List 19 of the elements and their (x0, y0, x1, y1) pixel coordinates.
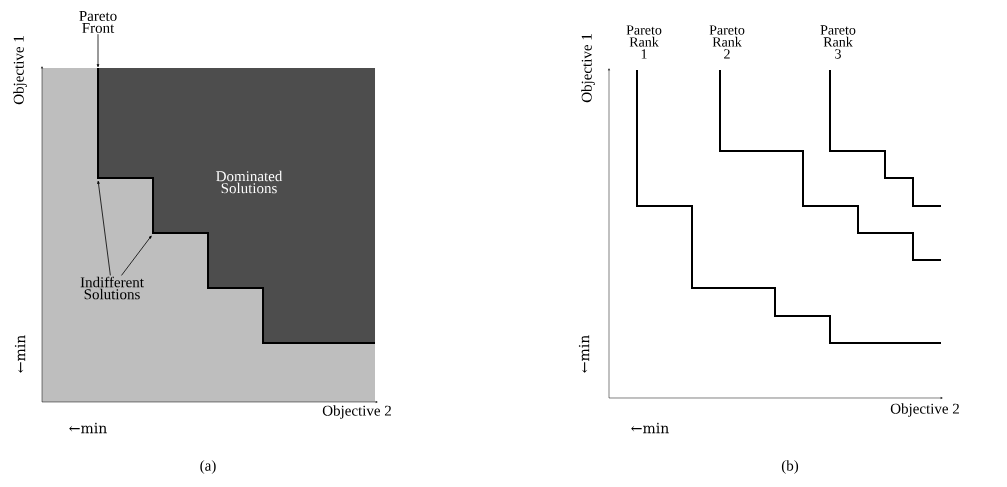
axis-direction-label: ←min (14, 335, 26, 373)
axis-label: Objective 2 (890, 403, 959, 417)
arrow (121, 235, 152, 276)
curve-label: Pareto Rank 2 (709, 25, 745, 59)
curve-label: Pareto Rank 3 (820, 25, 856, 59)
panel-caption: (a) (200, 460, 216, 474)
panel-caption: (b) (781, 460, 799, 474)
axis-direction-label: ←min (69, 422, 107, 434)
node-label: Pareto Front (79, 11, 117, 33)
axis-direction-label: ←min (578, 335, 590, 373)
axis-label: Objective 1 (581, 34, 595, 103)
axis-direction-label: ←min (631, 422, 669, 434)
curve-label: Pareto Rank 1 (626, 25, 662, 59)
axis-label: Objective 1 (13, 36, 27, 105)
arrow (96, 33, 100, 68)
axis-label: Objective 2 (322, 405, 391, 419)
region-label: Dominated Solutions (216, 170, 283, 194)
annotation-label: Indifferent Solutions (80, 276, 144, 300)
arrow (97, 180, 111, 276)
